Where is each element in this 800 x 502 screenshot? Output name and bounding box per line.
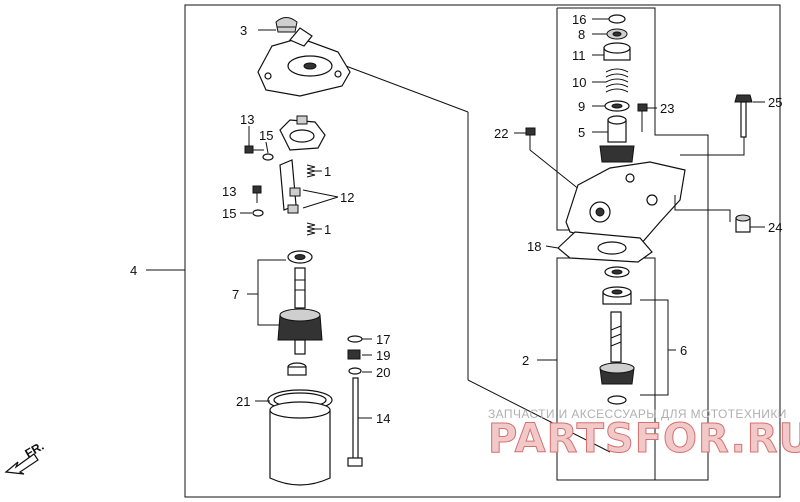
part-1-spring-a — [306, 164, 316, 178]
part-10-spring — [605, 68, 629, 93]
callout-8: 8 — [578, 27, 585, 42]
part-24-dowel — [735, 214, 751, 233]
assembly-4-outline — [184, 4, 781, 498]
part-21-motor-housing — [267, 389, 333, 486]
callout-16: 16 — [572, 12, 586, 27]
leader-22-down — [529, 149, 581, 191]
rear-cover — [257, 27, 351, 97]
part-11-bearing — [603, 42, 631, 61]
guide-line-bottom — [467, 379, 611, 453]
callout-11: 11 — [572, 48, 586, 63]
callout-4: 4 — [130, 263, 137, 278]
part-12-brush-terminal — [279, 159, 301, 214]
part-15-washer-a — [262, 153, 274, 161]
callout-9: 9 — [578, 99, 585, 114]
leader-25-down — [680, 137, 745, 156]
part-17-washer — [347, 335, 363, 343]
leader-15a — [265, 141, 269, 154]
gear-case — [565, 161, 686, 246]
leader-12b — [302, 196, 339, 209]
part-15-washer-b — [252, 209, 264, 217]
callout-7: 7 — [232, 287, 239, 302]
leader-12a — [302, 189, 339, 198]
callout-15b: 15 — [222, 206, 236, 221]
front-label: FR. — [23, 439, 47, 461]
part-13-screw-b — [252, 185, 262, 203]
armature-bushing — [287, 362, 307, 376]
leader-7 — [257, 259, 286, 326]
front-arrow-icon — [4, 453, 39, 475]
callout-14: 14 — [376, 411, 390, 426]
part-25-bolt — [734, 94, 753, 138]
part-9-washer — [604, 100, 630, 112]
callout-22: 22 — [494, 126, 508, 141]
callout-3: 3 — [240, 23, 247, 38]
part-18-gasket-hole — [597, 241, 627, 255]
callout-5: 5 — [578, 125, 585, 140]
leader-24-bracket — [674, 195, 731, 222]
callout-1b: 1 — [324, 222, 331, 237]
callout-13b: 13 — [222, 184, 236, 199]
leader-6 — [640, 299, 676, 396]
part-7-armature — [277, 250, 323, 355]
callout-24: 24 — [768, 220, 782, 235]
part-6-drive-shaft — [599, 311, 635, 385]
part-16-snap-ring — [608, 14, 626, 24]
callout-6: 6 — [680, 343, 687, 358]
guide-line-top — [329, 59, 469, 113]
watermark-brand: PARTSFOR.RU — [488, 416, 800, 462]
lower-bearing — [602, 286, 632, 305]
part-22-bolt — [525, 127, 536, 150]
part-8-collar — [606, 28, 628, 40]
callout-2: 2 — [522, 353, 529, 368]
callout-19: 19 — [376, 348, 390, 363]
callout-18: 18 — [527, 239, 541, 254]
lower-seal — [604, 266, 630, 278]
callout-15a: 15 — [259, 128, 273, 143]
brush-holder — [279, 115, 326, 151]
callout-23: 23 — [660, 101, 674, 116]
callout-21: 21 — [236, 394, 250, 409]
callout-12: 12 — [340, 190, 354, 205]
callout-10: 10 — [572, 75, 586, 90]
sub-box-top — [557, 7, 709, 481]
part-23-bolt — [637, 103, 648, 132]
callout-1a: 1 — [324, 164, 331, 179]
part-5-pinion-gear — [599, 115, 635, 163]
part-13-screw-a — [244, 145, 264, 154]
callout-20: 20 — [376, 365, 390, 380]
leader-18 — [545, 245, 559, 249]
part-20-oring — [348, 367, 362, 375]
part-3-cap — [275, 17, 298, 33]
part-1-spring-b — [306, 222, 316, 236]
watermark-subtitle: ЗАПЧАСТИ И АКСЕССУАРЫ ДЛЯ МОТОТЕХНИКИ — [488, 407, 787, 421]
callout-13a: 13 — [240, 112, 254, 127]
shaft-washer — [607, 395, 627, 405]
front-direction-indicator: FR. — [4, 439, 47, 475]
callout-17: 17 — [376, 332, 390, 347]
part-19-nut — [347, 349, 361, 360]
callout-25: 25 — [768, 95, 782, 110]
part-14-through-bolt — [347, 377, 363, 467]
